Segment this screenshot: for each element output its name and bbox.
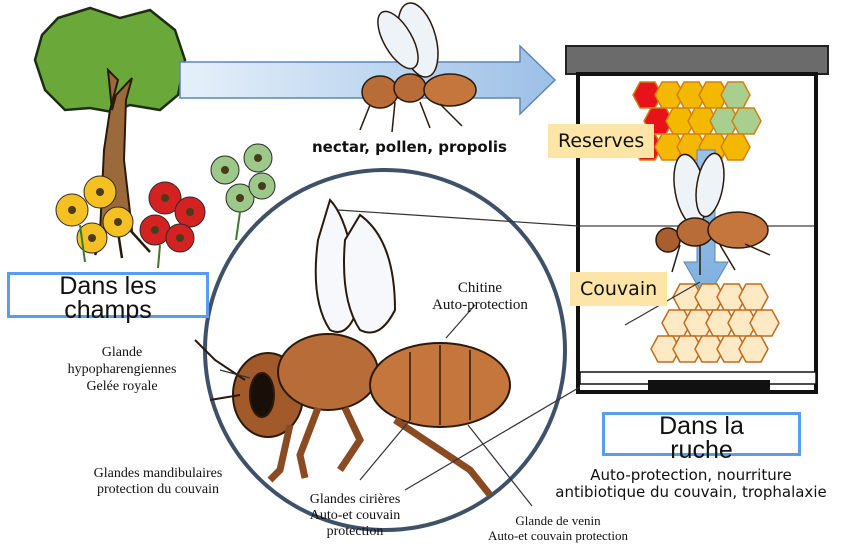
annotation-mandib-line2: protection du couvain (48, 482, 268, 498)
hive-label-line2: ruche (605, 439, 798, 463)
brood-tag: Couvain (570, 272, 667, 306)
field-label-box: Dans les champs (7, 272, 209, 318)
annotation-chitine: Chitine Auto-protection (410, 280, 550, 315)
annotation-hypo-line1: Glande (42, 345, 202, 362)
hive-label-box: Dans la ruche (602, 412, 801, 456)
annotation-mandib-line1: Glandes mandibulaires (48, 466, 268, 482)
annotation-venin-line2: Auto-et couvain protection (448, 529, 668, 544)
hive-functions: Auto-protection, nourriture antibiotique… (532, 467, 850, 500)
annotation-chitine-line1: Chitine (410, 280, 550, 297)
annotation-cirieres-line1: Glandes cirières (280, 492, 430, 508)
flowers-field (56, 144, 275, 268)
field-label-line2: champs (10, 299, 206, 323)
annotation-hypopharyngeal: Glande hypopharengiennes Gelée royale (42, 345, 202, 395)
annotation-venom-gland: Glande de venin Auto-et couvain protecti… (448, 514, 668, 544)
hive-functions-line2: antibiotique du couvain, trophalaxie (532, 484, 850, 501)
big-bee (195, 200, 510, 495)
annotation-venin-line1: Glande de venin (448, 514, 668, 529)
annotation-chitine-line2: Auto-protection (410, 297, 550, 314)
reserves-tag: Reserves (548, 124, 654, 158)
annotation-cirieres-line2: Auto-et couvain (280, 508, 430, 524)
annotation-hypo-line2: hypopharengiennes (42, 362, 202, 379)
annotation-mandibular: Glandes mandibulaires protection du couv… (48, 466, 268, 498)
annotation-hypo-line3: Gelée royale (42, 379, 202, 396)
annotation-wax-glands: Glandes cirières Auto-et couvain protect… (280, 492, 430, 540)
hive-functions-line1: Auto-protection, nourriture (532, 467, 850, 484)
annotation-cirieres-line3: protection (280, 524, 430, 540)
arrow-label: nectar, pollen, propolis (312, 138, 507, 156)
